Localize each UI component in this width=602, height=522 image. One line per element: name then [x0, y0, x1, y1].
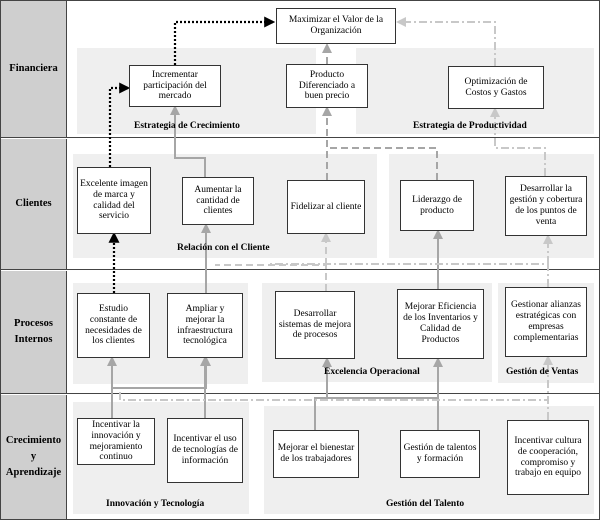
objective-label: Ampliar y mejorar la infraestructura tec…: [177, 303, 233, 347]
objective-label: Desarrollar la gestión y cobertura de lo…: [509, 184, 583, 227]
objective-excelente-imagen: Excelente imagen de marca y calidad del …: [77, 167, 151, 234]
objective-ampliar-infraestructura: Ampliar y mejorar la infraestructura tec…: [167, 293, 243, 358]
perspective-label: Clientes: [15, 198, 52, 210]
objective-label: Maximizar el Valor de la Organización: [288, 15, 384, 36]
row-divider: [0, 393, 600, 394]
objective-label: Incentivar el uso de tecnologías de info…: [172, 434, 238, 466]
objective-incentivar-innovacion: Incentivar la innovación y mejoramiento …: [77, 418, 155, 465]
objective-label: Incentivar cultura de cooperación, compr…: [514, 435, 582, 479]
perspective-label: Procesos Internos: [14, 318, 53, 345]
objective-label: Fidelizar al cliente: [290, 201, 362, 212]
objective-incentivar-tecnologias: Incentivar el uso de tecnologías de info…: [167, 418, 243, 483]
objective-incrementar-participacion: Incrementar participación del mercado: [129, 65, 221, 107]
group-label-excelencia-operacional: Excelencia Operacional: [324, 367, 420, 377]
objective-liderazgo-producto: Liderazgo de producto: [400, 180, 474, 231]
perspective-financiera: Financiera: [1, 1, 67, 137]
objective-label: Gestión de talentos y formación: [403, 443, 477, 464]
objective-label: Optimización de Costos y Gastos: [464, 76, 528, 98]
objective-gestionar-alianzas: Gestionar alianzas estratégicas con empr…: [505, 287, 587, 357]
objective-label: Liderazgo de producto: [412, 194, 462, 216]
objective-mejorar-bienestar: Mejorar el bienestar de los trabajadores: [273, 430, 359, 478]
objective-label: Desarrollar sistemas de mejora de proces…: [278, 308, 352, 341]
objective-label: Mejorar Eficiencia de los Inventarios y …: [403, 302, 478, 345]
group-label-estrategia-productividad: Estrategia de Productividad: [413, 121, 527, 131]
objective-estudio-necesidades: Estudio constante de necesidades de los …: [77, 293, 150, 358]
objective-producto-diferenciado: Producto Diferenciado a buen precio: [286, 64, 368, 108]
row-divider: [0, 137, 600, 138]
perspective-label: Crecimiento y Aprendizaje: [5, 435, 62, 478]
perspective-label: Financiera: [9, 63, 58, 75]
group-label-relacion-cliente: Relación con el Cliente: [177, 243, 270, 253]
objective-label: Producto Diferenciado a buen precio: [298, 69, 356, 102]
objective-maximizar-valor: Maximizar el Valor de la Organización: [276, 8, 396, 44]
objective-label: Aumentar la cantidad de clientes: [194, 184, 242, 217]
group-label-gestion-talento: Gestión del Talento: [386, 499, 465, 509]
objective-desarrollar-gestion-puntos: Desarrollar la gestión y cobertura de lo…: [505, 176, 587, 236]
objective-aumentar-clientes: Aumentar la cantidad de clientes: [182, 177, 254, 225]
objective-label: Incrementar participación del mercado: [143, 69, 207, 102]
objective-fidelizar-cliente: Fidelizar al cliente: [287, 180, 365, 234]
objective-incentivar-cultura: Incentivar cultura de cooperación, compr…: [507, 420, 589, 495]
objective-optimizacion-costos: Optimización de Costos y Gastos: [448, 66, 544, 109]
perspective-clientes: Clientes: [1, 139, 67, 269]
group-label-gestion-ventas: Gestión de Ventas: [506, 367, 579, 377]
objective-label: Gestionar alianzas estratégicas con empr…: [511, 300, 581, 343]
objective-mejorar-eficiencia: Mejorar Eficiencia de los Inventarios y …: [397, 289, 484, 359]
perspective-procesos-internos: Procesos Internos: [1, 271, 67, 393]
group-label-innovacion-tecnologia: Innovación y Tecnología: [106, 499, 205, 509]
objective-gestion-talentos: Gestión de talentos y formación: [400, 430, 480, 478]
perspective-crecimiento-aprendizaje: Crecimiento y Aprendizaje: [1, 395, 67, 519]
objective-desarrollar-sistemas: Desarrollar sistemas de mejora de proces…: [275, 291, 355, 359]
objective-label: Incentivar la innovación y mejoramiento …: [89, 419, 143, 463]
row-divider: [0, 269, 600, 270]
objective-label: Mejorar el bienestar de los trabajadores: [277, 443, 355, 464]
group-label-estrategia-crecimiento: Estrategia de Crecimiento: [134, 121, 240, 131]
objective-label: Excelente imagen de marca y calidad del …: [80, 178, 148, 222]
objective-label: Estudio constante de necesidades de los …: [85, 303, 142, 347]
